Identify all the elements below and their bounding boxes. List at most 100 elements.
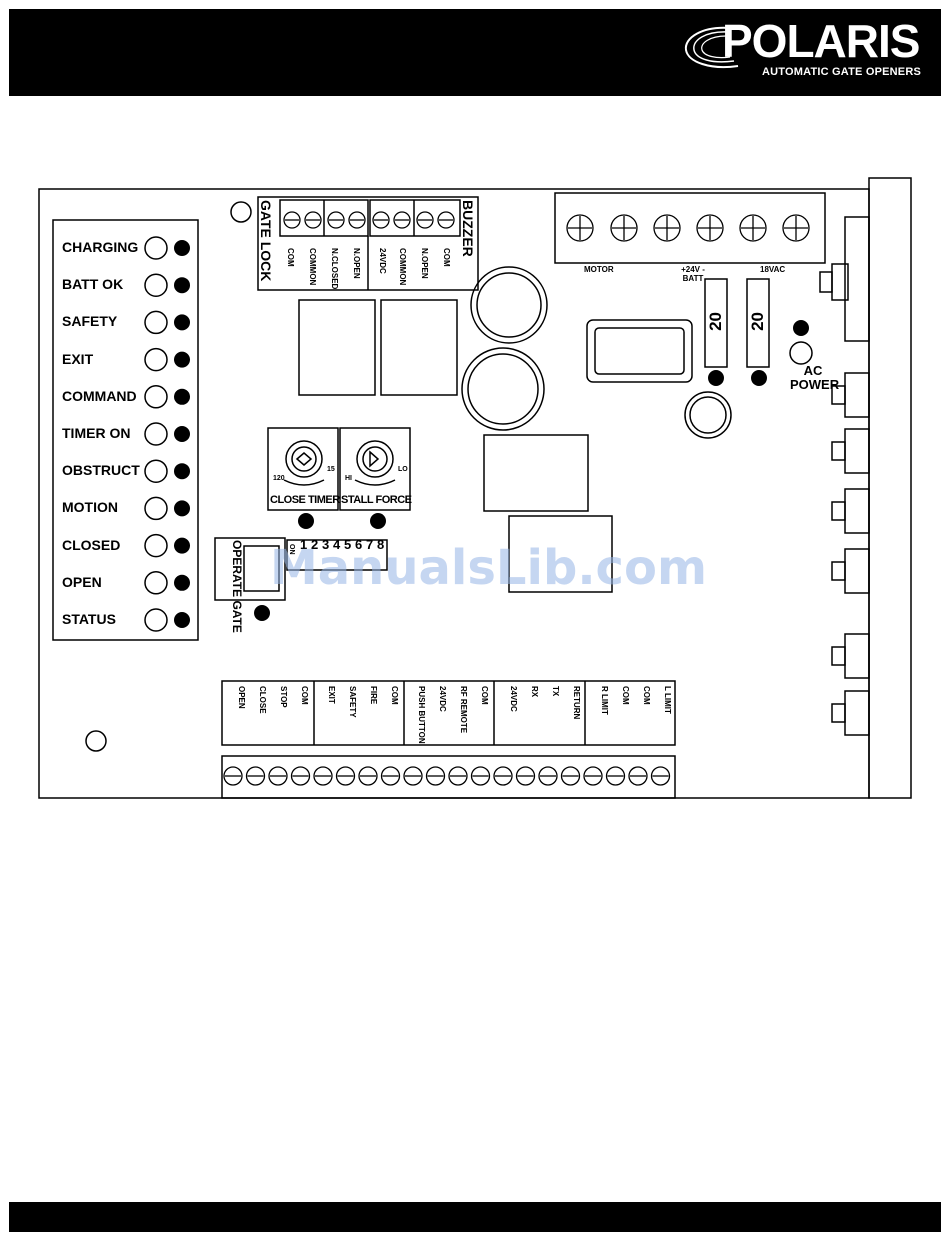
watermark: ManualsLib.com [270,540,707,596]
ic-chip [483,434,589,512]
close-timer-min: 120 [273,475,285,482]
led-label: OPEN [62,573,102,590]
led-indicator [144,347,168,372]
led-label: EXIT [62,350,94,367]
dip-switch-number: 2 [311,537,319,552]
led-test-point [174,240,190,256]
footer-bar [9,1202,941,1232]
dip-switch-number: 1 [300,537,308,552]
side-nut [844,690,870,736]
stall-force-title: STALL FORCE [341,494,412,506]
capacitor [470,266,548,344]
bottom-terminal-label: R LIMIT [600,686,609,715]
terminal-screw [348,211,366,229]
led-test-point [174,277,190,294]
gate-lock-terminal-label: N.OPEN [352,248,361,279]
led-label: SAFETY [62,313,118,330]
terminal-screw [470,766,491,786]
brand-tagline: AUTOMATIC GATE OPENERS [762,66,922,78]
dip-switch-number: 8 [377,537,385,552]
close-timer-pot-frame [267,427,339,511]
terminal-screw [437,211,455,229]
bottom-terminal-label: COM [642,686,651,705]
buzzer-terminal-label: COM [442,248,451,267]
bottom-terminal-label: PUSH BUTTON [417,686,426,744]
heatsink-bar [868,177,912,799]
side-nut [844,633,870,679]
led-test-point [174,574,190,591]
terminal-screw [566,214,594,242]
bottom-terminal-label: L LIMIT [663,686,672,714]
inductor-coil [586,319,693,383]
terminal-screw [650,766,671,786]
bottom-terminal-label: COM [621,686,630,705]
terminal-screw [380,766,401,786]
dip-switch-number: 3 [322,537,330,552]
bottom-terminal-label: EXIT [327,686,336,704]
bottom-terminal-label: COM [390,686,399,705]
terminal-screw [416,211,434,229]
terminal-screw [605,766,626,786]
terminal-screw [403,766,423,786]
operate-gate-frame [214,537,286,601]
terminal-screw [739,214,767,242]
motor-label: MOTOR [584,265,614,274]
terminal-screw [628,766,648,786]
led-test-point [174,426,190,442]
stall-force-max: LO [398,466,408,473]
brand-name: POLARIS [722,15,920,67]
led-label: COMMAND [62,387,137,404]
side-nut [844,372,870,418]
led-label: STATUS [62,611,116,627]
terminal-screw [327,211,345,229]
terminal-screw [425,766,446,786]
header-bar [9,9,941,96]
bottom-terminal-label: OPEN [237,686,246,709]
dip-switch-on: ON [288,544,295,555]
side-nut [844,548,870,594]
led-test-point [174,612,190,628]
bottom-terminal-labels-frame [221,680,676,746]
terminal-screw [696,214,724,242]
terminal-screw [515,766,536,786]
relay-buzzer [380,299,458,396]
ic-chip [508,515,613,593]
bottom-terminal-label: COM [300,686,309,705]
bottom-terminal-label: TX [551,686,560,697]
gate-lock-title: GATE LOCK [258,200,274,282]
capacitor [684,391,732,439]
terminal-screw [448,766,468,786]
gate-lock-terminal-label: COMMON [308,248,317,286]
gate-lock-terminal-label: N.CLOSED [330,248,339,290]
led-label: BATT OK [62,276,124,293]
led-label: CHARGING [62,239,139,255]
terminal-screw [782,214,810,242]
ac-power-led [789,341,813,365]
terminal-screw [493,766,513,786]
side-connector [844,216,870,342]
dip-switch-number: 7 [366,537,374,552]
side-nut [844,428,870,474]
bottom-screw-strip [221,755,676,799]
led-label: MOTION [62,499,118,516]
bottom-terminal-label: RETURN [572,686,581,720]
side-nut [844,488,870,534]
terminal-screw [245,766,266,786]
gate-lock-terminal-label: COM [286,248,295,267]
power-terminal-block [554,192,826,264]
close-timer-title: CLOSE TIMER [270,494,340,506]
bottom-terminal-label: SAFETY [348,686,357,718]
operate-gate-label: OPERATE GATE [230,540,244,633]
ac-power-label: AC POWER [790,363,840,392]
bottom-terminal-label: RF REMOTE [459,686,468,734]
led-test-point [174,314,190,331]
terminal-screw [313,766,333,786]
led-test-point [174,463,190,480]
led-indicator [144,385,168,409]
logo-swoosh-icon [684,26,739,68]
terminal-screw [583,766,603,786]
dip-switch-number: 5 [344,537,352,552]
terminal-screw [393,211,411,229]
bottom-terminal-label: RX [530,686,539,698]
